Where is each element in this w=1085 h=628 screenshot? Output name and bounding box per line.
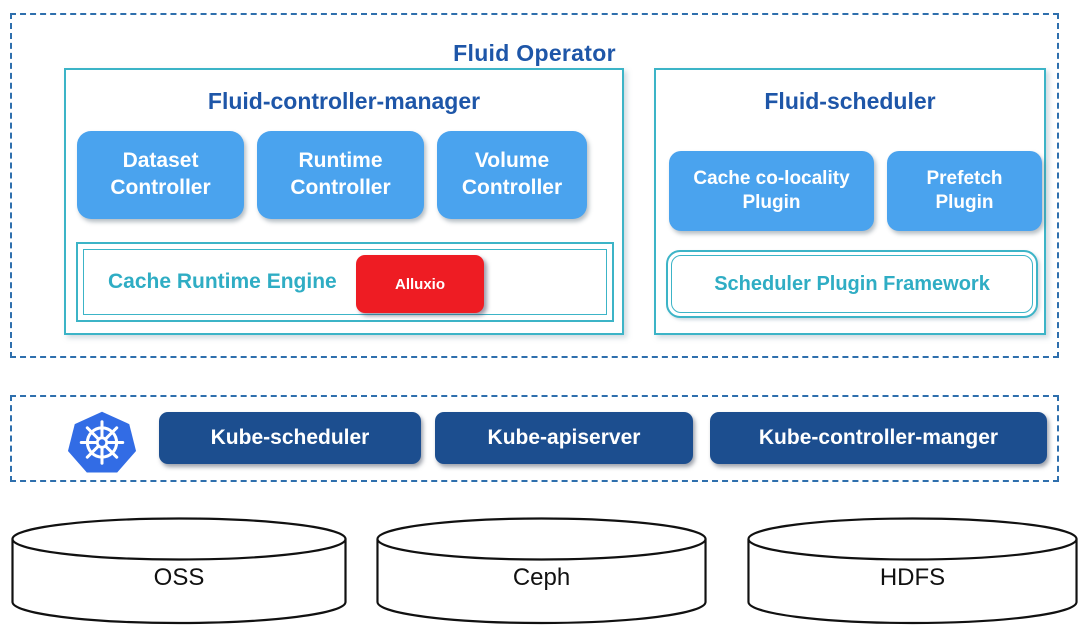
scheduler-plugin-framework-box: Scheduler Plugin Framework: [666, 250, 1038, 318]
kube-scheduler-node: Kube-scheduler: [159, 412, 421, 464]
storage-cylinder-oss: OSS: [11, 516, 347, 626]
cache-co-locality-plugin-node: Cache co-locality Plugin: [669, 151, 874, 231]
kubernetes-layer-container: Kube-scheduler Kube-apiserver Kube-contr…: [10, 395, 1059, 482]
fluid-scheduler-panel: Fluid-scheduler Cache co-locality Plugin…: [654, 68, 1046, 335]
kube-controller-manger-node: Kube-controller-manger: [710, 412, 1047, 464]
fluid-operator-title: Fluid Operator: [453, 40, 616, 66]
kube-apiserver-node: Kube-apiserver: [435, 412, 693, 464]
alluxio-node: Alluxio: [356, 255, 484, 313]
cache-runtime-engine-box: Cache Runtime Engine Alluxio: [76, 242, 614, 322]
runtime-controller-node: Runtime Controller: [257, 131, 424, 219]
cylinder-shape: [747, 517, 1078, 625]
fluid-operator-container: Fluid Operator Fluid-controller-manager …: [10, 13, 1059, 358]
cylinder-shape: [376, 517, 707, 625]
cache-runtime-engine-label: Cache Runtime Engine: [108, 270, 337, 293]
scheduler-plugin-framework-label: Scheduler Plugin Framework: [671, 255, 1033, 313]
dataset-controller-node: Dataset Controller: [77, 131, 244, 219]
storage-label-hdfs: HDFS: [879, 564, 946, 591]
fluid-controller-manager-panel: Fluid-controller-manager Dataset Control…: [64, 68, 624, 335]
storage-label-oss: OSS: [153, 564, 205, 591]
kubernetes-logo-icon: [64, 410, 140, 481]
storage-cylinder-hdfs: HDFS: [747, 516, 1078, 626]
storage-label-ceph: Ceph: [512, 564, 571, 591]
prefetch-plugin-node: Prefetch Plugin: [887, 151, 1042, 231]
fluid-scheduler-title: Fluid-scheduler: [764, 88, 936, 114]
cache-runtime-engine-inner-border: [83, 249, 607, 315]
cylinder-shape: [11, 517, 347, 625]
storage-cylinder-ceph: Ceph: [376, 516, 707, 626]
volume-controller-node: Volume Controller: [437, 131, 587, 219]
fluid-controller-manager-title: Fluid-controller-manager: [207, 88, 481, 114]
